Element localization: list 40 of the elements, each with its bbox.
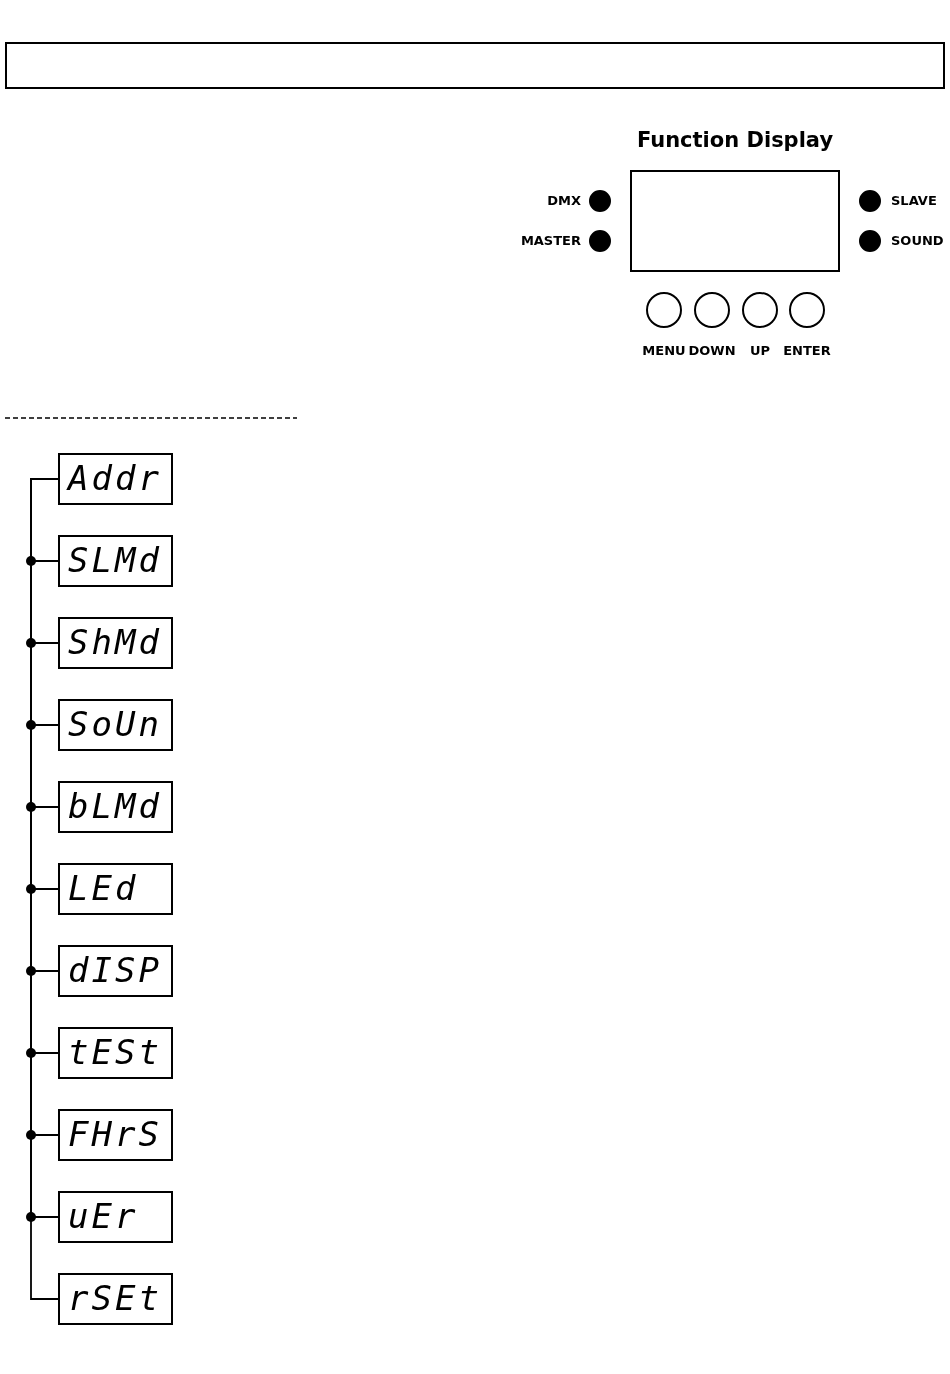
indicator-led (589, 190, 611, 212)
display-code: bLMd (67, 785, 162, 828)
indicator-led (589, 230, 611, 252)
led-label: SLAVE (891, 193, 937, 208)
push-button (646, 292, 682, 328)
led-label: SOUND (891, 233, 944, 248)
display-code: ShMd (67, 621, 162, 664)
display-code: LEd (67, 867, 139, 910)
display-code: tESt (67, 1031, 162, 1074)
display-code: SoUn (67, 703, 162, 746)
display-code: dISP (67, 949, 162, 992)
segment-display (58, 1109, 173, 1161)
segment-display (58, 781, 173, 833)
button-label: UP (749, 343, 771, 358)
led-label: MASTER (520, 233, 581, 248)
indicator-led (859, 190, 881, 212)
push-button (694, 292, 730, 328)
display-code: uEr (67, 1195, 139, 1238)
display-code: FHrS (67, 1113, 162, 1156)
display-code: SLMd (67, 539, 162, 582)
push-button (789, 292, 825, 328)
display-code: Addr (65, 457, 162, 500)
button-label: DOWN (688, 343, 736, 358)
led-label: DMX (547, 193, 581, 208)
segment-display (58, 863, 173, 915)
segment-display (58, 945, 173, 997)
segment-display (58, 617, 173, 669)
segment-display (58, 453, 173, 505)
indicator-led (859, 230, 881, 252)
segment-display (58, 1191, 173, 1243)
segment-display (58, 699, 173, 751)
segment-display (58, 1273, 173, 1325)
segment-display (58, 535, 173, 587)
header-box (5, 42, 945, 89)
display-heading: Function Display (635, 128, 835, 152)
display-code: rSEt (67, 1277, 162, 1320)
button-label: MENU (642, 343, 686, 358)
push-button (742, 292, 778, 328)
button-label: ENTER (783, 343, 831, 358)
segment-display (58, 1027, 173, 1079)
